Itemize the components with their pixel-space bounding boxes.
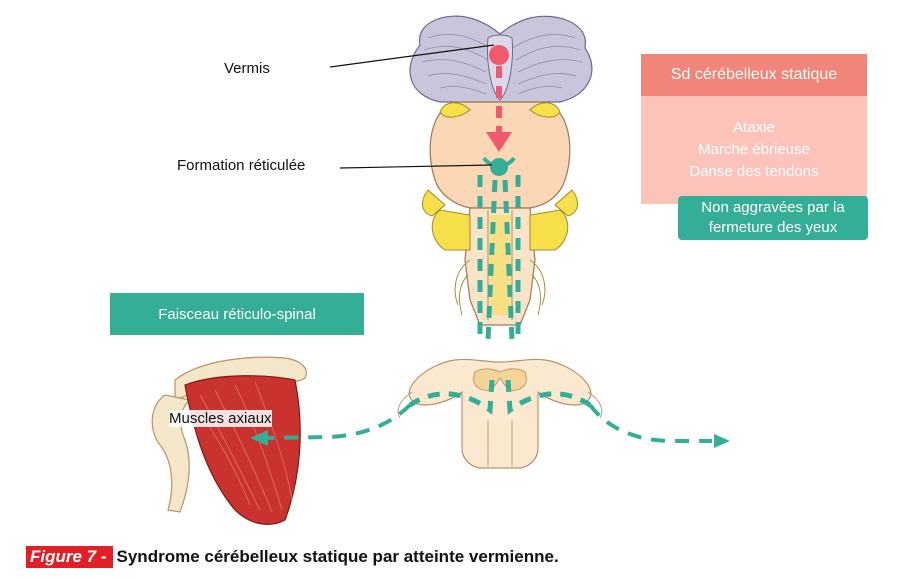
formation-leader-line bbox=[339, 164, 493, 169]
syndrome-signs: Ataxie Marche ébrieuse Danse des tendons bbox=[641, 96, 867, 204]
faisceau-label: Faisceau réticulo-spinal bbox=[158, 305, 316, 323]
figure-caption: Figure 7 - Syndrome cérébelleux statique… bbox=[26, 546, 559, 568]
reticulospinal-tract bbox=[408, 175, 592, 415]
reticular-formation-marker bbox=[482, 156, 516, 176]
syndrome-note: Non aggravées par la fermeture des yeux bbox=[678, 196, 868, 240]
figure-tag: Figure 7 - bbox=[26, 546, 113, 568]
sign-item: Marche ébrieuse bbox=[698, 141, 810, 158]
syndrome-note-line1: Non aggravées par la bbox=[701, 199, 845, 216]
shoulder-muscle bbox=[151, 356, 307, 525]
faisceau-box: Faisceau réticulo-spinal bbox=[110, 293, 364, 335]
syndrome-note-line2: fermeture des yeux bbox=[708, 219, 838, 236]
brainstem bbox=[422, 101, 578, 326]
sign-item: Danse des tendons bbox=[689, 163, 819, 180]
vermis-leader-line bbox=[329, 44, 495, 68]
sign-item: Ataxie bbox=[733, 119, 775, 136]
syndrome-title: Sd cérébelleux statique bbox=[641, 54, 867, 96]
vermis-output-arrow bbox=[486, 45, 512, 152]
motor-output-arrows bbox=[250, 403, 730, 448]
syndrome-title-text: Sd cérébelleux statique bbox=[670, 66, 838, 83]
figure-caption-text: Syndrome cérébelleux statique par attein… bbox=[116, 547, 559, 566]
vermis-label: Vermis bbox=[224, 60, 270, 77]
formation-label: Formation réticulée bbox=[177, 157, 306, 174]
spinal-cord-section bbox=[397, 358, 603, 469]
muscles-label: Muscles axiaux bbox=[169, 410, 272, 427]
